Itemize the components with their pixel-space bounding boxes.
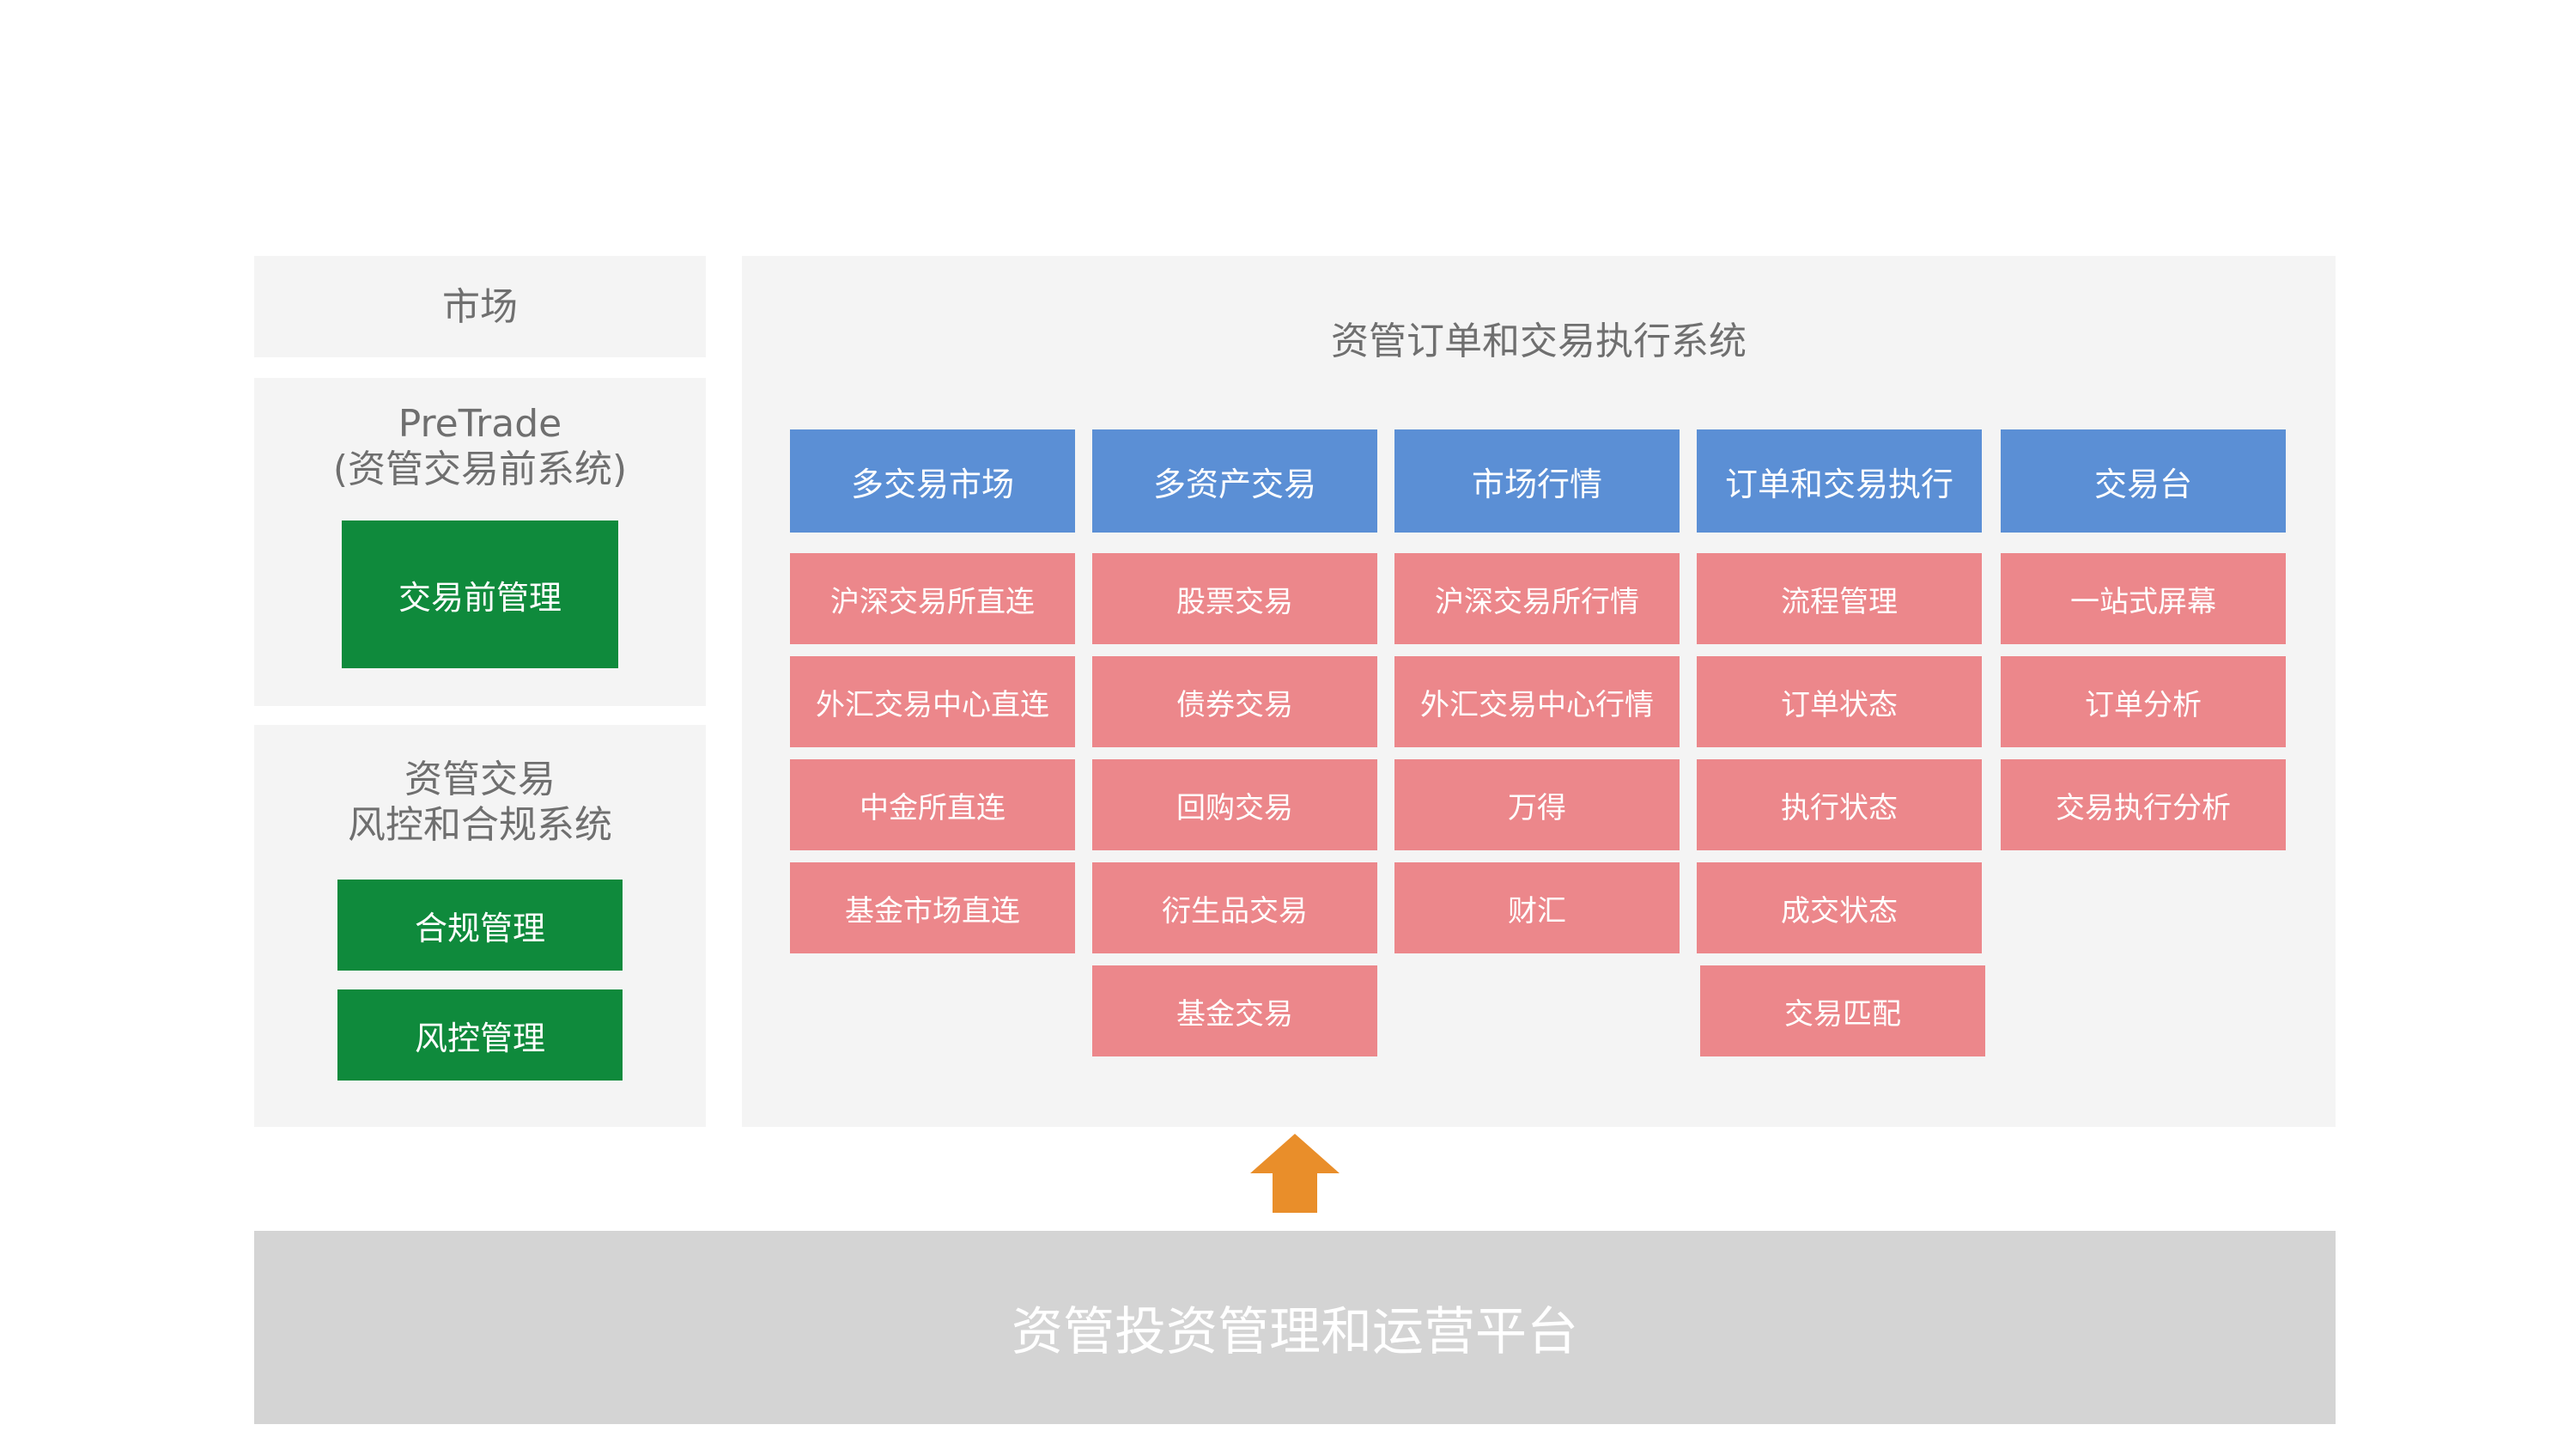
column-header-multi-market[interactable]: 多交易市场 xyxy=(790,429,1075,533)
pretrade-title-line2: (资管交易前系统) xyxy=(332,447,628,491)
pretrade-panel: PreTrade (资管交易前系统) 交易前管理 xyxy=(254,378,706,706)
list-item[interactable]: 财汇 xyxy=(1394,862,1680,953)
risk-title-line1: 资管交易 xyxy=(404,758,556,801)
list-item[interactable]: 交易执行分析 xyxy=(2001,759,2286,850)
list-item[interactable]: 外汇交易中心直连 xyxy=(790,656,1075,747)
list-item[interactable]: 成交状态 xyxy=(1697,862,1982,953)
list-item[interactable]: 沪深交易所行情 xyxy=(1394,553,1680,644)
up-arrow-icon xyxy=(1250,1134,1340,1213)
list-item[interactable]: 执行状态 xyxy=(1697,759,1982,850)
investment-operations-platform[interactable]: 资管投资管理和运营平台 xyxy=(254,1231,2336,1424)
list-item[interactable]: 流程管理 xyxy=(1697,553,1982,644)
list-item[interactable]: 订单状态 xyxy=(1697,656,1982,747)
list-item[interactable]: 订单分析 xyxy=(2001,656,2286,747)
list-item[interactable]: 万得 xyxy=(1394,759,1680,850)
risk-title-line2: 风控和合规系统 xyxy=(348,802,612,847)
list-item[interactable]: 衍生品交易 xyxy=(1092,862,1377,953)
column-header-order-execution[interactable]: 订单和交易执行 xyxy=(1697,429,1982,533)
system-title: 资管订单和交易执行系统 xyxy=(1331,320,1747,363)
column-header-market-data[interactable]: 市场行情 xyxy=(1394,429,1680,533)
market-title: 市场 xyxy=(442,285,518,329)
list-item[interactable]: 交易匹配 xyxy=(1700,965,1985,1056)
list-item[interactable]: 一站式屏幕 xyxy=(2001,553,2286,644)
list-item[interactable]: 中金所直连 xyxy=(790,759,1075,850)
risk-management-button[interactable]: 风控管理 xyxy=(337,989,623,1081)
list-item[interactable]: 回购交易 xyxy=(1092,759,1377,850)
list-item[interactable]: 基金市场直连 xyxy=(790,862,1075,953)
risk-compliance-panel: 资管交易 风控和合规系统 合规管理 风控管理 xyxy=(254,725,706,1127)
list-item[interactable]: 股票交易 xyxy=(1092,553,1377,644)
list-item[interactable]: 外汇交易中心行情 xyxy=(1394,656,1680,747)
list-item[interactable]: 债券交易 xyxy=(1092,656,1377,747)
pretrade-title-line1: PreTrade xyxy=(398,402,562,446)
pre-trade-management-button[interactable]: 交易前管理 xyxy=(342,521,618,668)
pretrade-title: PreTrade (资管交易前系统) xyxy=(254,402,706,493)
market-panel: 市场 xyxy=(254,256,706,357)
list-item[interactable]: 沪深交易所直连 xyxy=(790,553,1075,644)
list-item[interactable]: 基金交易 xyxy=(1092,965,1377,1056)
column-header-multi-asset[interactable]: 多资产交易 xyxy=(1092,429,1377,533)
compliance-management-button[interactable]: 合规管理 xyxy=(337,880,623,971)
column-header-trading-desk[interactable]: 交易台 xyxy=(2001,429,2286,533)
risk-compliance-title: 资管交易 风控和合规系统 xyxy=(254,758,706,849)
